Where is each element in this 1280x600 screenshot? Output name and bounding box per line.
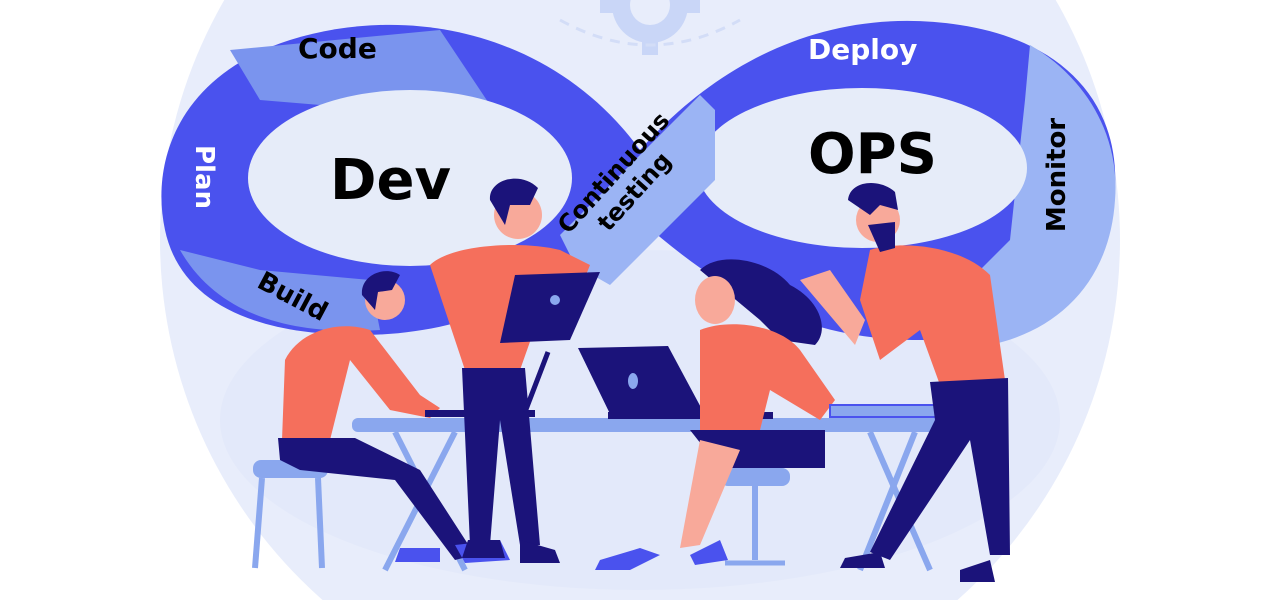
section-label-dev: Dev	[330, 148, 451, 213]
ops-loop	[640, 20, 1116, 345]
stage-label-deploy: Deploy	[808, 33, 918, 66]
continuous-testing-band	[560, 95, 715, 285]
tablet-icon	[500, 272, 600, 343]
standing-laptop	[425, 410, 535, 417]
seated-woman-at-laptop	[595, 259, 835, 570]
seated-man	[278, 271, 510, 563]
stage-label-monitor: Monitor	[1042, 117, 1073, 233]
stage-label-plan: Plan	[189, 144, 220, 210]
books	[829, 404, 941, 418]
right-stool	[720, 468, 790, 566]
stage-label-code: Code	[298, 32, 377, 65]
gear-icon	[600, 0, 700, 55]
section-label-ops: OPS	[808, 122, 937, 187]
dashed-arc	[559, 18, 741, 47]
laptop-icon	[578, 346, 773, 419]
standing-bearded-man	[800, 182, 1010, 582]
